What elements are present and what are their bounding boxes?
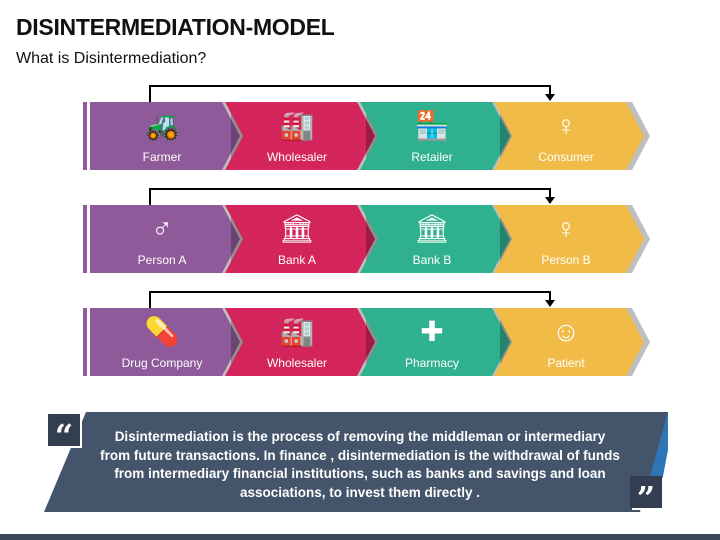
chevron-step xyxy=(360,308,510,376)
step-label: Retailer xyxy=(411,150,453,164)
chevron-step xyxy=(494,102,644,170)
chevron-step xyxy=(90,205,240,273)
step-label: Drug Company xyxy=(121,356,203,370)
man-icon: ♂ xyxy=(151,213,173,244)
pharmacy-icon: ✚ xyxy=(420,316,444,347)
arrow-head-icon xyxy=(545,94,555,101)
patient-icon: ☺ xyxy=(551,316,581,347)
step-label: Patient xyxy=(547,356,585,370)
chevron-step xyxy=(225,308,375,376)
open-quote-icon: “ xyxy=(48,414,80,455)
chevron-step xyxy=(360,102,510,170)
chevron-step xyxy=(360,205,510,273)
bypass-arrow-line xyxy=(149,188,551,205)
chevron-step xyxy=(90,102,240,170)
chevron-step xyxy=(225,102,375,170)
row-start-bar xyxy=(83,102,87,170)
bank-icon: 🏛 xyxy=(414,213,450,244)
page-title: DISINTERMEDIATION-MODEL xyxy=(16,14,335,40)
quote-text: Disintermediation is the process of remo… xyxy=(100,429,620,500)
step-label: Bank A xyxy=(277,253,317,267)
arrow-head-icon xyxy=(545,300,555,307)
step-label: Consumer xyxy=(538,150,594,164)
medicine-bottle-icon: 💊 xyxy=(144,316,180,347)
flow-diagram xyxy=(83,85,650,376)
step-label: Farmer xyxy=(142,150,182,164)
step-label: Bank B xyxy=(412,253,452,267)
chevron-step xyxy=(90,308,240,376)
step-label: Pharmacy xyxy=(404,356,460,370)
footer-bar xyxy=(0,534,720,540)
chevron-step xyxy=(225,205,375,273)
row-start-bar xyxy=(83,205,87,273)
bypass-arrow-line xyxy=(149,291,551,308)
bypass-arrow-line xyxy=(149,85,551,102)
chevron-step xyxy=(494,308,644,376)
step-label: Wholesaler xyxy=(266,356,328,370)
row-start-bar xyxy=(83,308,87,376)
step-label: Wholesaler xyxy=(266,150,328,164)
woman-shopping-icon: ♀ xyxy=(555,110,577,141)
step-label: Person A xyxy=(137,253,187,267)
step-label: Person B xyxy=(541,253,591,267)
woman-icon: ♀ xyxy=(555,213,577,244)
warehouse-truck-icon: 🏭 xyxy=(279,316,315,347)
tractor-icon: 🚜 xyxy=(144,110,180,141)
page-subtitle: What is Disintermediation? xyxy=(16,50,207,67)
close-quote-icon: ” xyxy=(630,476,662,517)
bank-icon: 🏛 xyxy=(279,213,315,244)
warehouse-truck-icon: 🏭 xyxy=(279,110,315,141)
arrow-head-icon xyxy=(545,197,555,204)
quote-box xyxy=(44,412,668,512)
chevron-step xyxy=(494,205,644,273)
store-icon: 🏪 xyxy=(414,110,450,141)
